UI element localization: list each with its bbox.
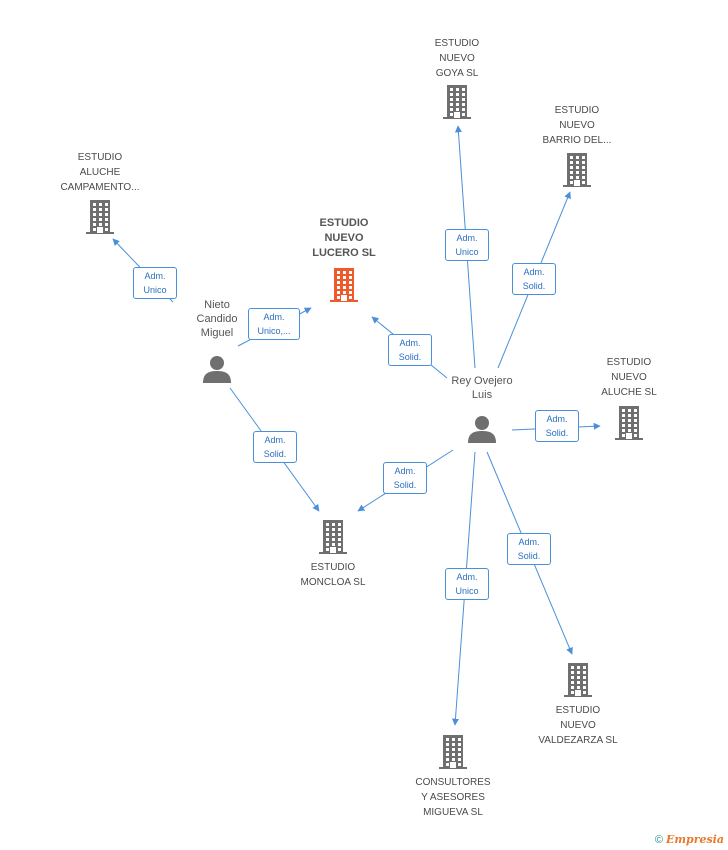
person-icon (468, 416, 496, 443)
building-icon (319, 520, 347, 554)
relation-label-rey-moncloa[interactable]: Adm. Solid. (383, 462, 427, 494)
copyright-symbol: © (654, 834, 663, 846)
company-label[interactable]: ESTUDIO MONCLOA SL (300, 562, 366, 588)
company-label[interactable]: ESTUDIO NUEVO GOYA SL (434, 38, 480, 79)
person-label[interactable]: Rey Ovejero Luis (451, 375, 513, 401)
relation-label-rey-goya[interactable]: Adm. Unico (445, 229, 489, 261)
company-label[interactable]: ESTUDIO NUEVO ALUCHE SL (601, 357, 657, 398)
company-label[interactable]: CONSULTORES Y ASESORES MIGUEVA SL (415, 777, 491, 818)
footer-brand[interactable]: © Empresia (655, 833, 724, 846)
person-icon (203, 356, 231, 383)
building-icon (564, 663, 592, 697)
relation-label-nieto-moncloa[interactable]: Adm. Solid. (253, 431, 297, 463)
building-icon (86, 200, 114, 234)
relation-label-nieto-lucero[interactable]: Adm. Unico,... (248, 308, 300, 340)
relation-label-rey-aluche[interactable]: Adm. Solid. (535, 410, 579, 442)
building-icon (443, 85, 471, 119)
company-label[interactable]: ESTUDIO NUEVO LUCERO SL (312, 217, 376, 259)
relation-label-rey-barrio[interactable]: Adm. Solid. (512, 263, 556, 295)
relation-label-rey-valdezarza[interactable]: Adm. Solid. (507, 533, 551, 565)
company-label[interactable]: ESTUDIO ALUCHE CAMPAMENTO... (60, 152, 140, 193)
company-label[interactable]: ESTUDIO NUEVO VALDEZARZA SL (538, 705, 618, 746)
person-label[interactable]: Nieto Candido Miguel (196, 299, 238, 339)
building-icon (563, 153, 591, 187)
building-icon (439, 735, 467, 769)
relation-label-nieto-aluche-camp[interactable]: Adm. Unico (133, 267, 177, 299)
building-icon (330, 268, 358, 302)
building-icon (615, 406, 643, 440)
brand-name: Empresia (665, 833, 724, 846)
relation-label-rey-lucero[interactable]: Adm. Solid. (388, 334, 432, 366)
relation-label-rey-consultores[interactable]: Adm. Unico (445, 568, 489, 600)
company-label[interactable]: ESTUDIO NUEVO BARRIO DEL... (542, 105, 612, 146)
